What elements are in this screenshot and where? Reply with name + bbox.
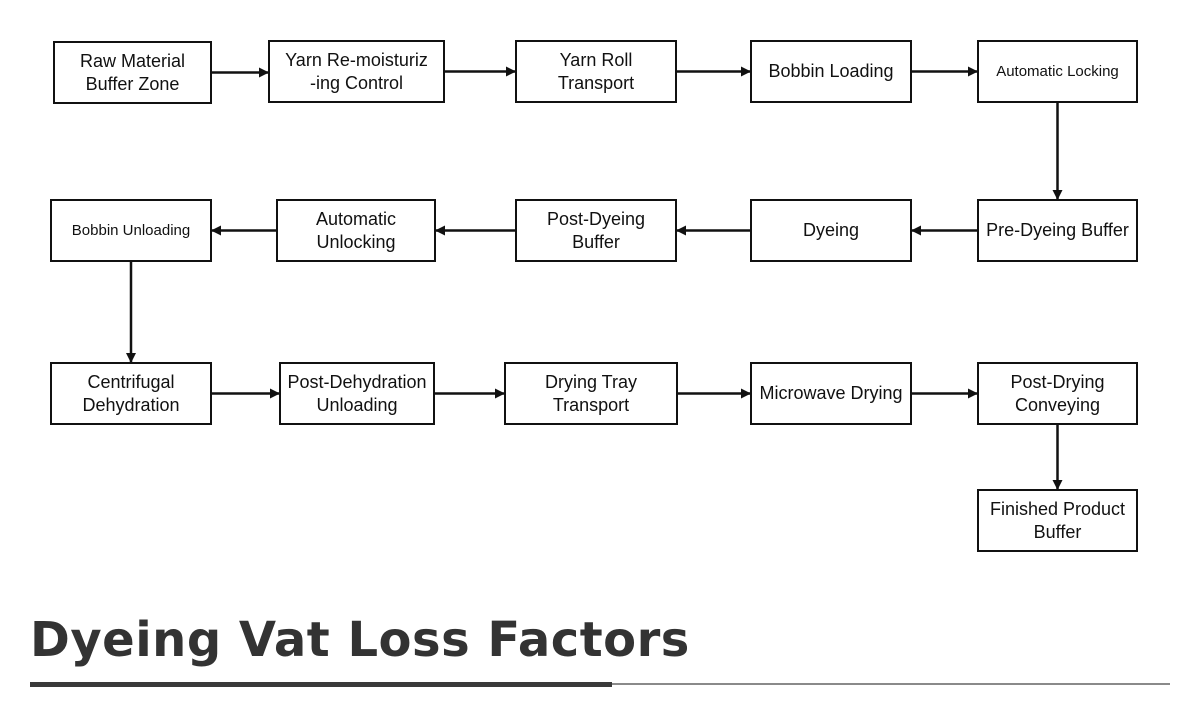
node-yarn-roll-transport: Yarn Roll Transport <box>515 40 677 103</box>
node-post-dehydration-unloading: Post-Dehydration Unloading <box>279 362 435 425</box>
node-label: Centrifugal Dehydration <box>82 371 180 415</box>
node-bobbin-unloading: Bobbin Unloading <box>50 199 212 262</box>
node-raw-material-buffer-zone: Raw Material Buffer Zone <box>53 41 212 104</box>
node-label: Yarn Re-moisturiz -ing Control <box>285 49 428 93</box>
node-bobbin-loading: Bobbin Loading <box>750 40 912 103</box>
node-dyeing: Dyeing <box>750 199 912 262</box>
node-label: Post-Dyeing Buffer <box>546 208 646 252</box>
node-pre-dyeing-buffer: Pre-Dyeing Buffer <box>977 199 1138 262</box>
node-label: Pre-Dyeing Buffer <box>986 220 1129 240</box>
node-label: Bobbin Loading <box>768 61 894 81</box>
node-label: Post-Dehydration Unloading <box>287 371 427 415</box>
node-label: Raw Material Buffer Zone <box>79 50 186 94</box>
node-automatic-unlocking: Automatic Unlocking <box>276 199 436 262</box>
node-label: Bobbin Unloading <box>71 222 191 239</box>
node-label: Post-Drying Conveying <box>1010 371 1105 415</box>
node-label: Finished Product Buffer <box>989 498 1126 542</box>
title-underline-accent <box>30 682 612 687</box>
node-drying-tray-transport: Drying Tray Transport <box>504 362 678 425</box>
node-yarn-remoisturizing-control: Yarn Re-moisturiz -ing Control <box>268 40 445 103</box>
node-microwave-drying: Microwave Drying <box>750 362 912 425</box>
node-label: Drying Tray Transport <box>544 371 638 415</box>
process-flowchart <box>126 66 1063 490</box>
node-post-drying-conveying: Post-Drying Conveying <box>977 362 1138 425</box>
node-label: Automatic Unlocking <box>315 208 397 252</box>
node-label: Automatic Locking <box>996 63 1119 80</box>
node-label: Microwave Drying <box>759 383 903 403</box>
node-label: Yarn Roll Transport <box>557 49 635 93</box>
section-title: Dyeing Vat Loss Factors <box>30 612 690 668</box>
node-centrifugal-dehydration: Centrifugal Dehydration <box>50 362 212 425</box>
node-finished-product-buffer: Finished Product Buffer <box>977 489 1138 552</box>
node-post-dyeing-buffer: Post-Dyeing Buffer <box>515 199 677 262</box>
node-automatic-locking: Automatic Locking <box>977 40 1138 103</box>
node-label: Dyeing <box>802 220 860 240</box>
